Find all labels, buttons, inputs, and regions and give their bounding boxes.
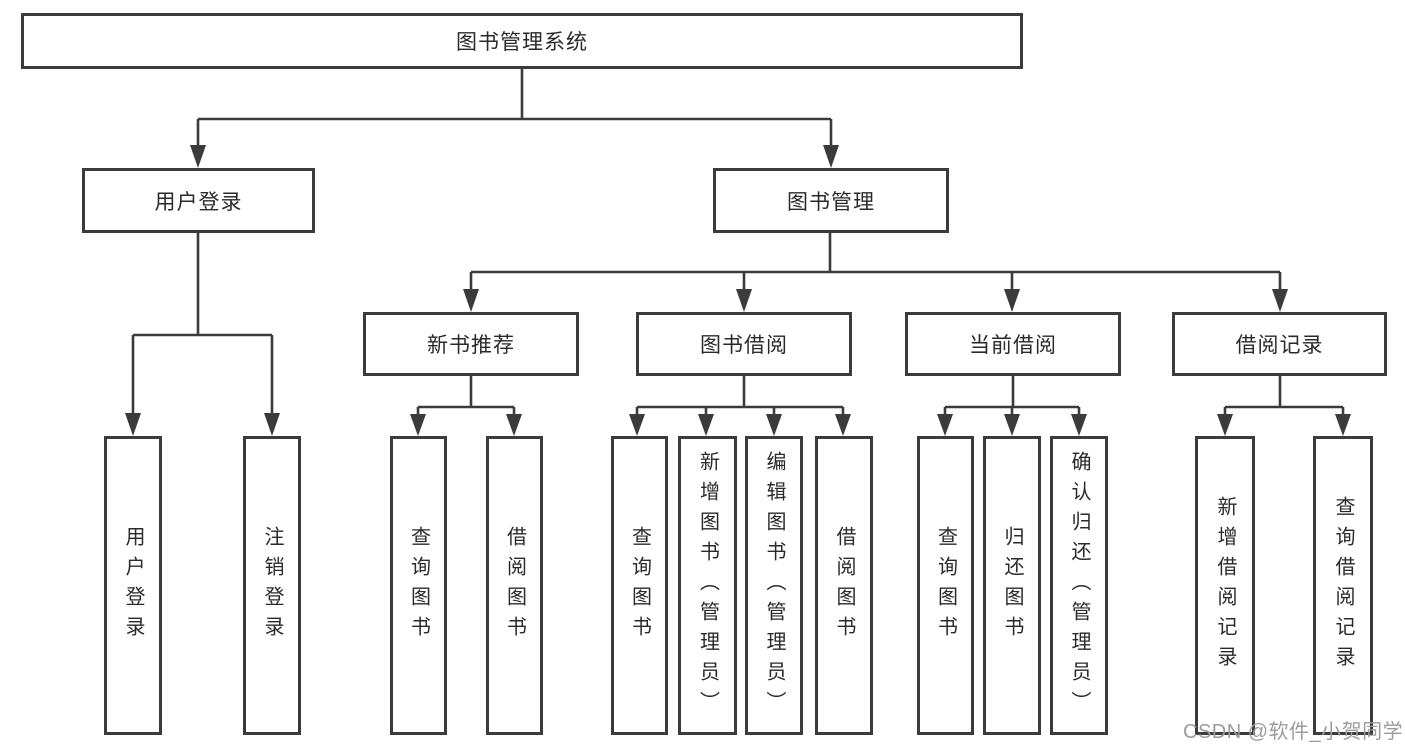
leaf-user-login: 用户登录 [104, 436, 162, 735]
node-user-login: 用户登录 [82, 168, 315, 233]
node-borrowing-records-label: 借阅记录 [1235, 334, 1324, 357]
node-root-label: 图书管理系统 [456, 31, 588, 54]
node-new-book-recommend: 新书推荐 [363, 312, 579, 376]
leaf-return-books: 归还图书 [983, 436, 1041, 735]
leaf-user-login-label: 用户登录 [122, 525, 144, 646]
leaf-query-borrow-record: 查询借阅记录 [1313, 436, 1373, 735]
leaf-borrowing-query-books: 查询图书 [611, 436, 668, 735]
node-book-borrowing: 图书借阅 [636, 312, 852, 376]
leaf-add-books-admin: 新增图书（管理员） [678, 436, 737, 735]
leaf-add-books-admin-label: 新增图书（管理员） [696, 450, 719, 721]
node-borrowing-records: 借阅记录 [1172, 312, 1387, 376]
leaf-confirm-return-admin-label: 确认归还（管理员） [1068, 450, 1090, 721]
leaf-borrowing-borrow-books-label: 借阅图书 [833, 525, 855, 646]
node-book-management-label: 图书管理 [787, 190, 875, 214]
leaf-recommend-query-books-label: 查询图书 [407, 525, 430, 646]
watermark: CSDN @软件_小贺同学 [1183, 721, 1404, 743]
node-current-borrowing-label: 当前借阅 [969, 334, 1057, 357]
leaf-query-borrow-record-label: 查询借阅记录 [1332, 495, 1354, 676]
node-new-book-recommend-label: 新书推荐 [427, 334, 515, 357]
leaf-return-books-label: 归还图书 [1001, 525, 1023, 646]
leaf-add-borrow-record: 新增借阅记录 [1195, 436, 1255, 735]
leaf-current-query-books: 查询图书 [917, 436, 974, 735]
leaf-confirm-return-admin: 确认归还（管理员） [1050, 436, 1108, 735]
node-book-management: 图书管理 [713, 168, 949, 233]
leaf-current-query-books-label: 查询图书 [934, 525, 957, 646]
leaf-recommend-query-books: 查询图书 [390, 436, 447, 735]
leaf-recommend-borrow-books-label: 借阅图书 [503, 525, 526, 646]
node-current-borrowing: 当前借阅 [905, 312, 1121, 376]
leaf-recommend-borrow-books: 借阅图书 [486, 436, 543, 735]
node-user-login-label: 用户登录 [154, 190, 243, 214]
node-root: 图书管理系统 [21, 13, 1023, 69]
node-book-borrowing-label: 图书借阅 [700, 334, 788, 357]
leaf-borrowing-query-books-label: 查询图书 [628, 525, 651, 646]
leaf-logout: 注销登录 [243, 436, 301, 735]
leaf-logout-label: 注销登录 [261, 525, 283, 646]
leaf-borrowing-borrow-books: 借阅图书 [815, 436, 873, 735]
leaf-edit-books-admin: 编辑图书（管理员） [745, 436, 803, 735]
leaf-add-borrow-record-label: 新增借阅记录 [1214, 495, 1236, 676]
leaf-edit-books-admin-label: 编辑图书（管理员） [763, 450, 785, 721]
